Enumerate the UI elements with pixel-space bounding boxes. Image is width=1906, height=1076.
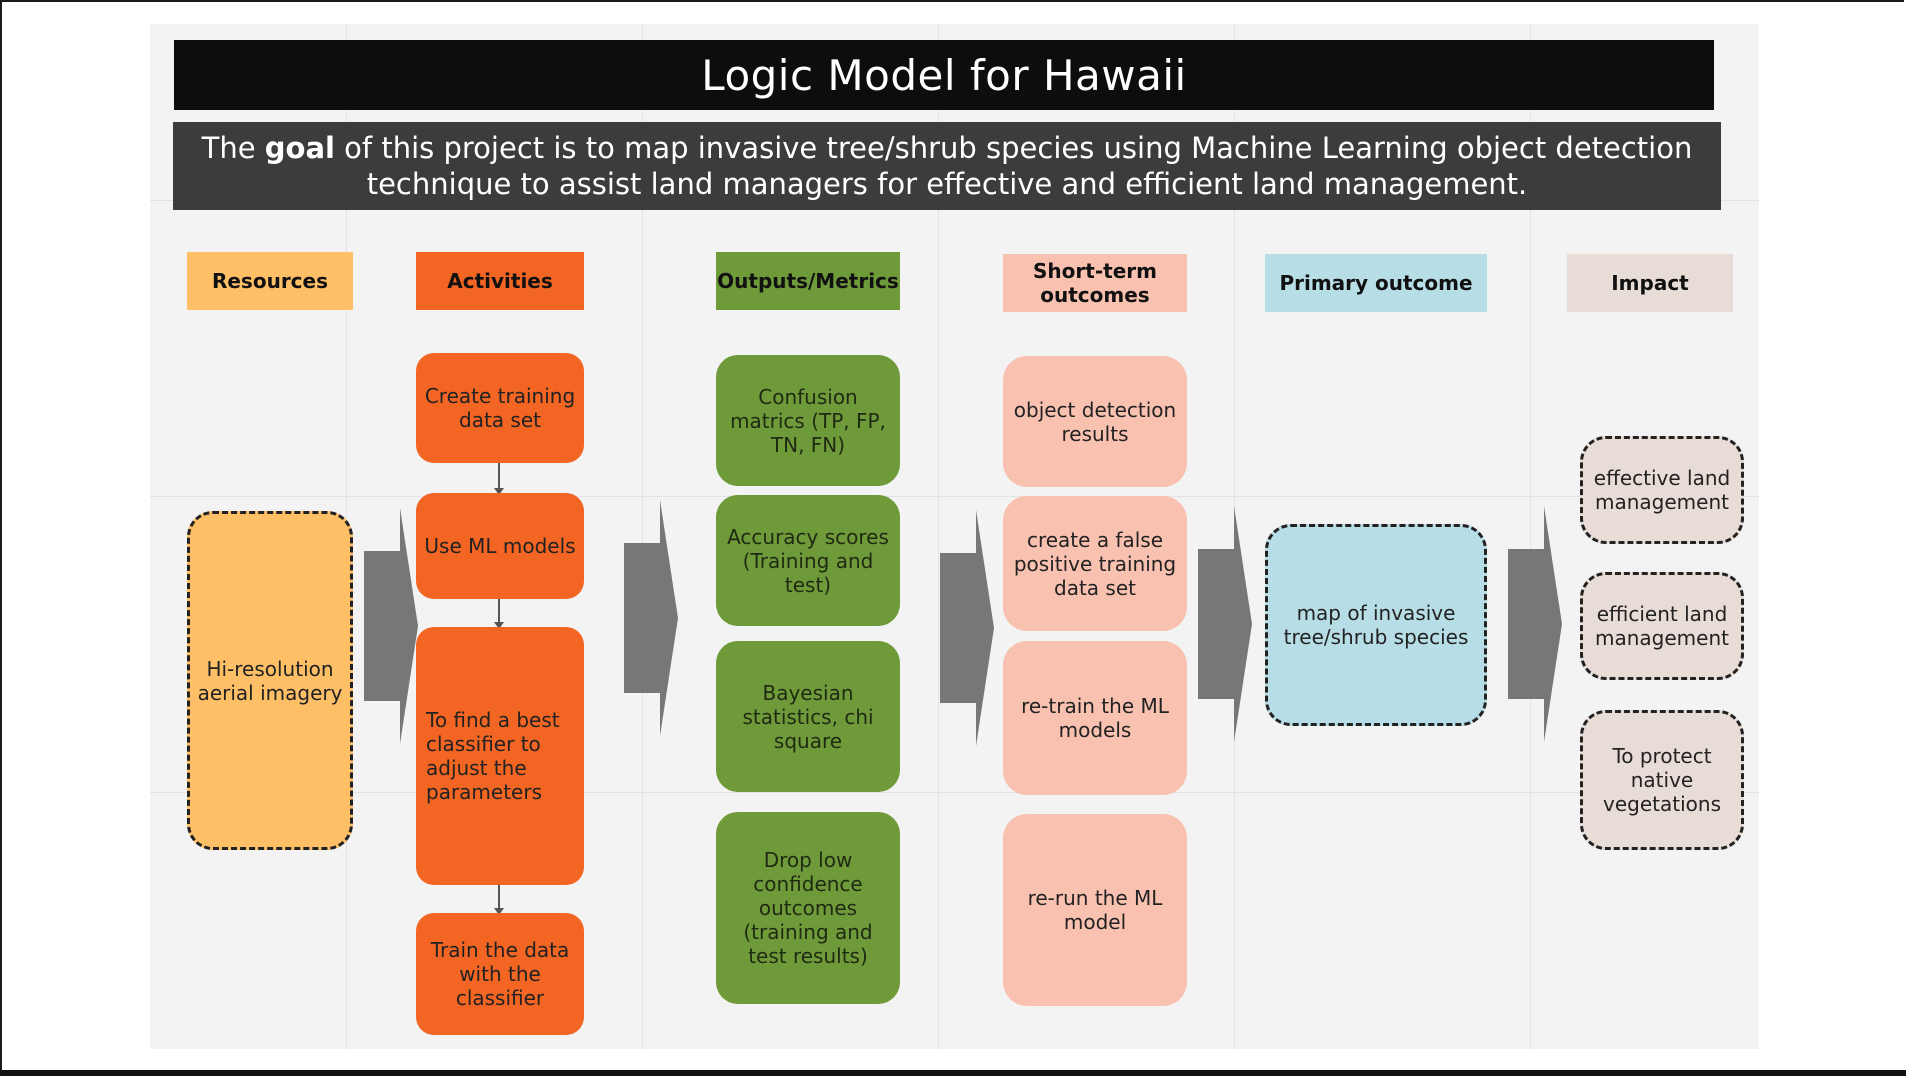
header-impact-label: Impact — [1611, 271, 1689, 295]
header-resources: Resources — [187, 252, 353, 310]
header-outputs-label: Outputs/Metrics — [717, 269, 899, 293]
activity-label-1: Create training data set — [424, 384, 576, 432]
short-term-node-1: object detection results — [1003, 356, 1187, 487]
short-term-node-3: re-train the ML models — [1003, 641, 1187, 795]
impact-node-2: efficient land management — [1580, 572, 1744, 680]
resource-label: Hi-resolution aerial imagery — [197, 656, 343, 705]
output-node-1: Confusion matrics (TP, FP, TN, FN) — [716, 355, 900, 486]
output-label-1: Confusion matrics (TP, FP, TN, FN) — [730, 384, 886, 457]
header-short-term-line1: Short-term — [1033, 259, 1157, 283]
short-term-label-2: create a false positive training data se… — [1013, 527, 1177, 600]
activity-connector-2 — [494, 599, 504, 629]
header-resources-label: Resources — [211, 269, 329, 293]
header-primary-outcome: Primary outcome — [1265, 254, 1487, 312]
resource-node: Hi-resolution aerial imagery — [187, 511, 353, 850]
activity-label-2: Use ML models — [424, 534, 576, 558]
output-node-2: Accuracy scores (Training and test) — [716, 495, 900, 626]
header-activities-label: Activities — [447, 269, 553, 293]
impact-label-2: efficient land management — [1595, 602, 1729, 650]
flow-arrow-4 — [1198, 506, 1252, 742]
output-node-3: Bayesian statistics, chi square — [716, 641, 900, 792]
short-term-label-3: re-train the ML models — [1021, 694, 1169, 742]
short-term-label-1: object detection results — [1013, 397, 1177, 446]
primary-outcome-label: map of invasive tree/shrub species — [1283, 601, 1469, 649]
header-outputs: Outputs/Metrics — [716, 252, 900, 310]
goal-line1: of this project is to map invasive tree/… — [334, 131, 1693, 165]
activity-node-4: Train the data with the classifier — [416, 913, 584, 1035]
impact-label-1: effective land management — [1593, 466, 1731, 514]
impact-node-3: To protect native vegetations — [1580, 710, 1744, 850]
goal-line2: technique to assist land managers for ef… — [366, 167, 1528, 201]
goal-text: The goal of this project is to map invas… — [202, 130, 1693, 202]
goal-bold: goal — [264, 131, 335, 165]
output-node-4: Drop low confidence outcomes (training a… — [716, 812, 900, 1004]
header-short-term: Short-term outcomes — [1003, 254, 1187, 312]
activity-label-4: Train the data with the classifier — [430, 938, 570, 1010]
page-title-text: Logic Model for Hawaii — [701, 50, 1187, 100]
activity-connector-1 — [494, 463, 504, 495]
flow-arrow-2 — [624, 500, 678, 736]
short-term-node-4: re-run the ML model — [1003, 814, 1187, 1006]
goal-statement: The goal of this project is to map invas… — [173, 122, 1721, 210]
header-short-term-line2: outcomes — [1040, 283, 1150, 307]
goal-prefix: The — [201, 131, 265, 165]
activity-node-3: To find a best classifier to adjust the … — [416, 627, 584, 885]
short-term-label-4: re-run the ML model — [1027, 886, 1163, 934]
activity-node-1: Create training data set — [416, 353, 584, 463]
header-primary-label: Primary outcome — [1279, 271, 1473, 295]
header-impact: Impact — [1567, 254, 1733, 312]
flow-arrow-1 — [364, 508, 418, 744]
page-title: Logic Model for Hawaii — [174, 40, 1714, 110]
bottom-border — [0, 1070, 1906, 1076]
primary-outcome-node: map of invasive tree/shrub species — [1265, 524, 1487, 726]
output-label-3: Bayesian statistics, chi square — [742, 680, 874, 753]
activity-label-3: To find a best classifier to adjust the … — [426, 708, 560, 804]
output-label-4: Drop low confidence outcomes (training a… — [743, 848, 873, 968]
output-label-2: Accuracy scores (Training and test) — [727, 524, 889, 597]
impact-label-3: To protect native vegetations — [1603, 744, 1721, 816]
flow-arrow-5 — [1508, 506, 1562, 742]
short-term-node-2: create a false positive training data se… — [1003, 496, 1187, 631]
impact-node-1: effective land management — [1580, 436, 1744, 544]
flow-arrow-3 — [940, 510, 994, 746]
activity-connector-3 — [494, 885, 504, 915]
activity-node-2: Use ML models — [416, 493, 584, 599]
header-activities: Activities — [416, 252, 584, 310]
